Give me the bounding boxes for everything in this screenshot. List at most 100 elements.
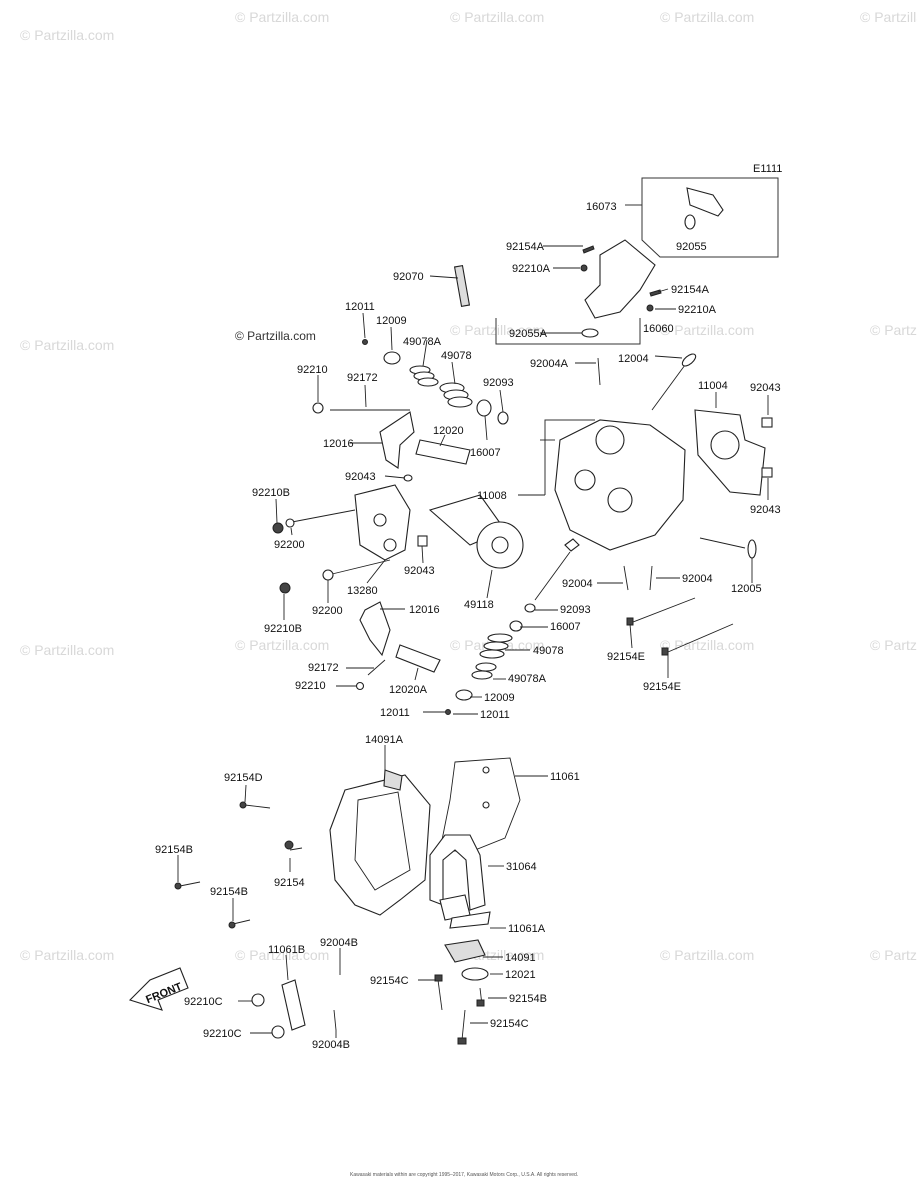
part-92154 [289,847,303,851]
label-92200: 92200 [274,539,305,551]
part-12020 [415,439,471,465]
label-49078A: 49078A [508,673,547,685]
part-92154B [179,881,201,887]
part-14091A [329,774,431,916]
part-12004 [651,364,686,411]
front-arrow-icon [128,967,189,1011]
label-92154A: 92154A [506,241,545,253]
part-92093 [497,411,509,425]
part-12009 [383,351,401,365]
label-11061B: 11061B [268,944,305,956]
part-valve-stem [534,551,571,601]
part-12011 [362,339,368,345]
watermark: © Partzilla.com [20,337,114,353]
part-92043 [761,417,773,428]
label-92055A: 92055A [509,328,548,340]
part-49078-lower [479,633,513,659]
label-12021: 12021 [505,969,536,981]
part-92043 [403,474,413,482]
watermark: © Partzilla.com [20,642,114,658]
label-11004: 11004 [698,380,728,392]
part-49078A-lower [471,662,497,680]
part-labels: 16073 92055 92154A 92210A 92070 92154A 9… [155,201,781,1051]
label-92154E: 92154E [643,681,681,693]
parts-art [128,187,773,1045]
label-92200: 92200 [312,605,343,617]
label-16073: 16073 [586,201,617,213]
label-31064: 31064 [506,861,537,873]
part-92154A [582,245,595,254]
part-12016-lower [359,601,391,657]
label-14091A: 14091A [365,734,404,746]
part-92055A [581,328,599,338]
part-92210 [312,402,324,414]
part-92070 [453,264,471,308]
label-14091: 14091 [505,952,536,964]
label-92093: 92093 [560,604,591,616]
part-16060 [584,239,656,319]
box-16073 [625,177,779,258]
label-92210: 92210 [295,680,326,692]
part-31064 [429,834,486,911]
label-11061A: 11061A [508,923,546,935]
part-92200 [322,569,334,581]
watermark: © Partzilla.com [450,322,544,338]
leader-92200 [291,509,356,523]
part-92154B-head [228,921,236,929]
label-12016: 12016 [409,604,440,616]
watermark: © Partzilla.com [20,947,114,963]
watermark: © Partzilla.com [870,322,917,338]
part-12016 [379,411,415,469]
part-92200 [285,518,295,528]
part-16007-lower [509,620,523,632]
watermark: © Partzilla.com [235,9,329,25]
label-12020: 12020 [433,425,464,437]
label-92154C: 92154C [370,975,409,987]
part-92210-lower [355,681,365,691]
label-92043: 92043 [750,504,781,516]
part-14091A-boss [383,769,403,791]
label-16007: 16007 [470,447,501,459]
part-92210A [580,264,588,272]
watermark-dark: © Partzilla.com [235,329,316,343]
label-92154A: 92154A [671,284,710,296]
label-16007: 16007 [550,621,581,633]
part-92004 [649,565,653,591]
label-49078: 49078 [441,350,472,362]
part-12011-lower [445,709,451,715]
part-49118-hub [491,536,509,554]
part-92154C [461,1009,466,1041]
part-92154E-head [661,647,669,656]
label-92154B: 92154B [509,993,547,1005]
part-11004-bore [710,430,740,460]
label-92043: 92043 [404,565,435,577]
label-92004B: 92004B [320,937,358,949]
bracket-11008 [544,419,595,495]
label-92004: 92004 [682,573,713,585]
part-12021 [461,967,489,981]
watermark: © Partzilla.com [870,637,917,653]
part-92154D [244,804,271,809]
part-92210C [251,993,265,1007]
label-12020A: 12020A [389,684,428,696]
label-12011: 12011 [345,301,375,313]
part-16073 [686,187,724,217]
part-11008-port [595,425,625,455]
label-12004: 12004 [618,353,649,365]
part-92154A [649,289,662,297]
watermark: © Partzilla.com [860,9,917,25]
part-92043 [417,535,428,547]
part-92154C [437,979,443,1011]
label-92004: 92004 [562,578,593,590]
label-92210A: 92210A [678,304,717,316]
part-92004B [333,1009,337,1031]
label-92154: 92154 [274,877,305,889]
label-12011: 12011 [480,709,510,721]
part-11061-hole [482,766,490,774]
label-92055: 92055 [676,241,707,253]
part-49078A [409,365,439,387]
part-14091 [444,939,486,963]
part-92043 [761,467,773,478]
part-16007 [476,399,492,417]
watermark: © Partzilla.com [20,27,114,43]
